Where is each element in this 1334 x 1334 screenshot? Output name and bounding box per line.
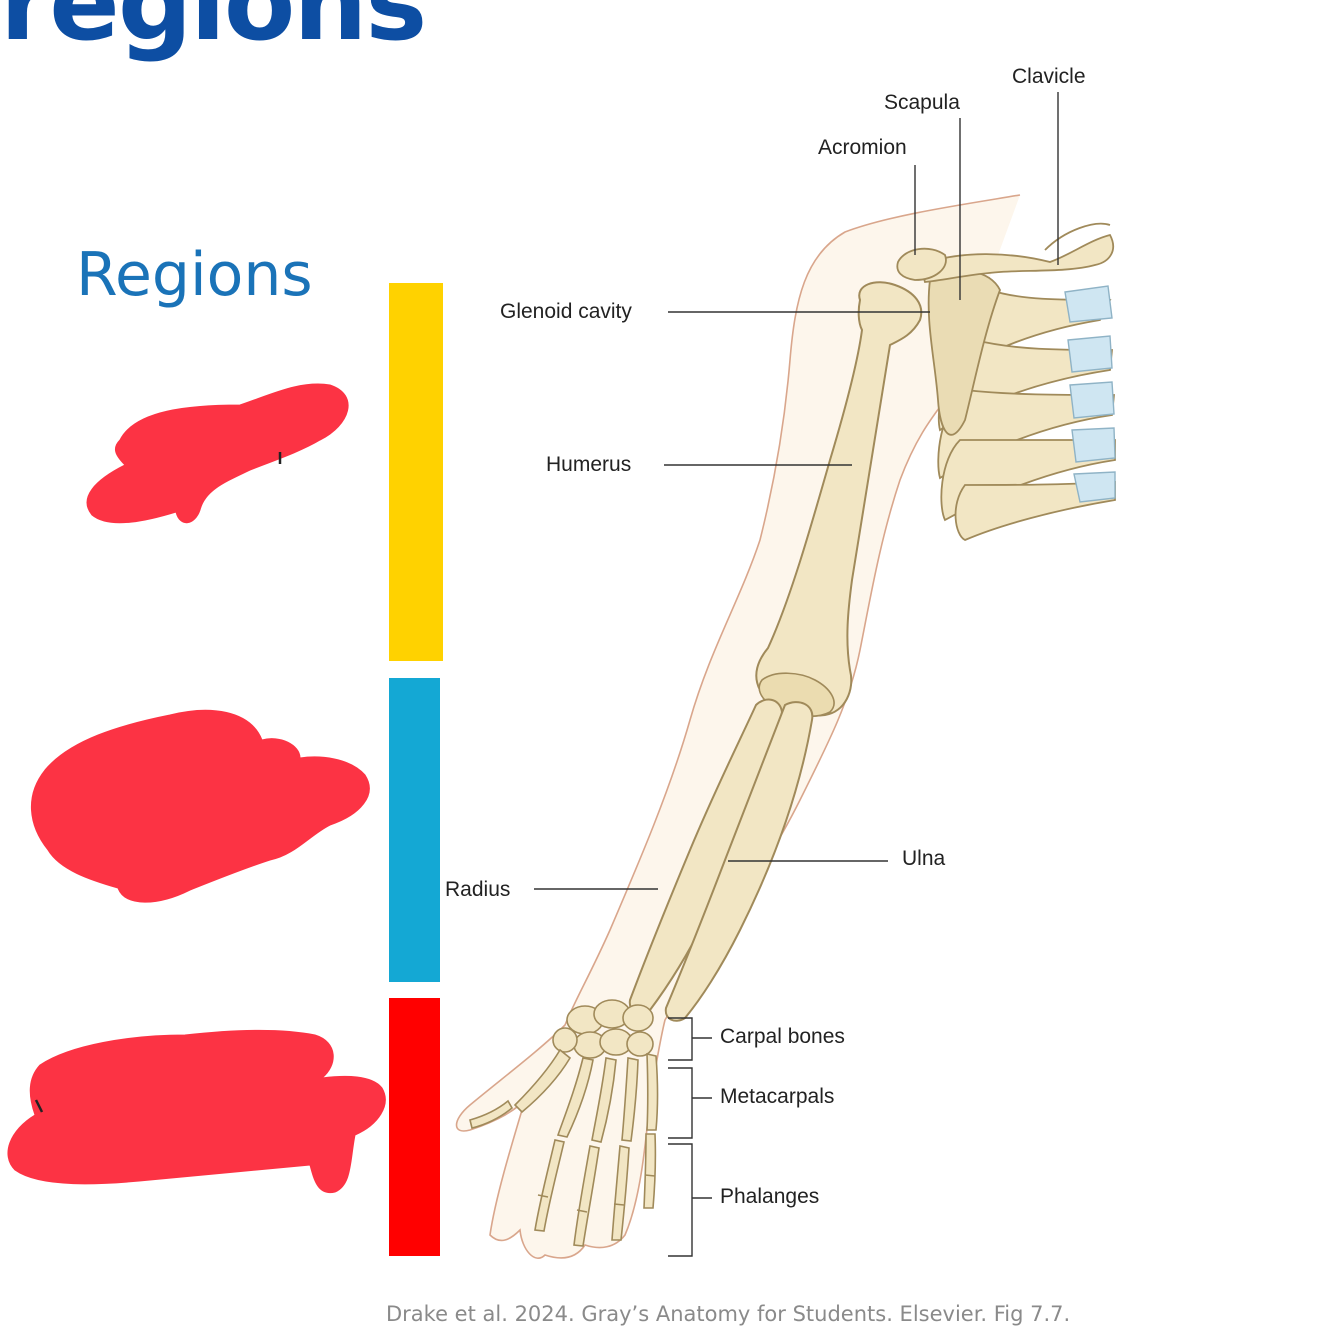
figure-citation: Drake et al. 2024. Gray’s Anatomy for St… [386,1302,1071,1326]
leader-lines [534,92,1059,1257]
label-phalanges: Phalanges [720,1185,820,1208]
label-scapula: Scapula [884,91,960,114]
slide-heading: regions [0,0,427,64]
scapula [927,270,1001,436]
label-radius: Radius [445,878,511,901]
skin-outline [455,194,1021,1259]
region-bar-middle [389,678,440,982]
region-bar-lower [389,998,440,1256]
phalanges [469,1099,657,1247]
acromion [896,247,947,281]
carpal-bones [552,999,654,1059]
metacarpals [513,1048,659,1143]
humerus [755,281,923,717]
costal-cartilage [1064,285,1116,503]
label-clavicle: Clavicle [1012,65,1086,88]
slide-subheading: Regions [76,240,313,310]
label-humerus: Humerus [546,453,632,476]
region-bar-upper [389,283,443,661]
label-ulna: Ulna [902,847,946,870]
label-glenoid-cavity: Glenoid cavity [500,300,632,323]
label-acromion: Acromion [818,136,907,159]
label-carpal-bones: Carpal bones [720,1025,845,1048]
label-metacarpals: Metacarpals [720,1085,835,1108]
clavicle [918,233,1115,283]
